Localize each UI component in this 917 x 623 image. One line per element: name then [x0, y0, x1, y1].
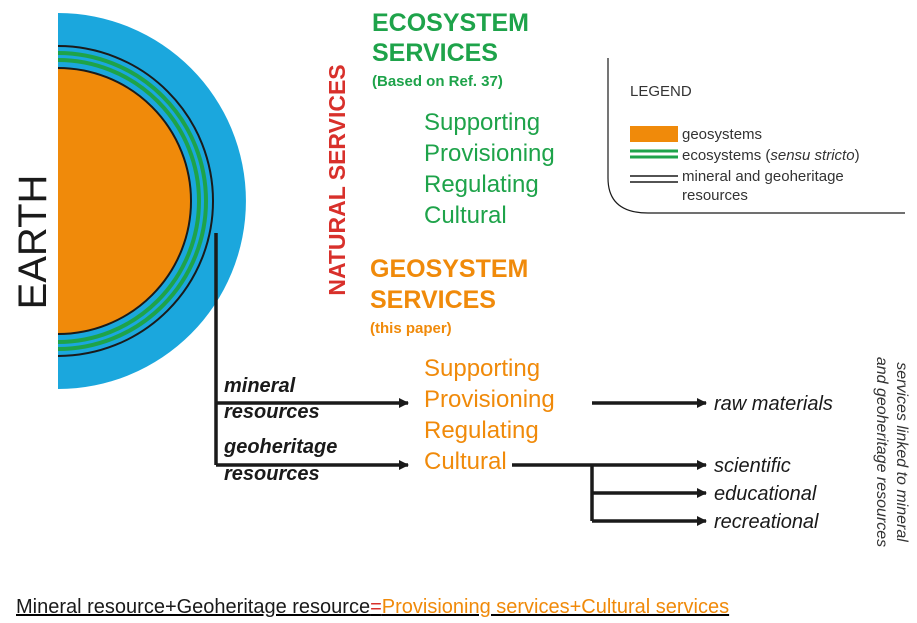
legend-title: LEGEND [630, 83, 692, 100]
ecosystem-green-line-outer [57, 51, 208, 351]
geoheritage-outer-line [57, 45, 214, 357]
output-connectors [512, 398, 707, 526]
output-recreational: recreational [714, 511, 819, 533]
legend-label-resources-line1: mineral and geoheritage [682, 168, 844, 185]
geoheritage-label-line1: geoheritage [223, 436, 337, 458]
ecosystem-service-cultural: Cultural [424, 202, 507, 229]
natural-services-label: NATURAL SERVICES [324, 64, 350, 295]
geosystem-service-provisioning: Provisioning [424, 386, 555, 413]
geoheritage-inner-line [57, 67, 192, 335]
mineral-label-line1: mineral [224, 375, 296, 397]
ecosystem-service-regulating: Regulating [424, 171, 539, 198]
legend-label-ecosystems: ecosystems (sensu stricto) [682, 147, 860, 164]
legend-label-geosystems: geosystems [682, 126, 762, 143]
geosystem-subtitle: (this paper) [370, 320, 452, 337]
legend-label-resources-line2: resources [682, 187, 748, 204]
ecosystem-service-provisioning: Provisioning [424, 140, 555, 167]
equation-equals: = [370, 596, 382, 618]
earth-cross-section [57, 13, 246, 389]
ecosystem-subtitle: (Based on Ref. 37) [372, 73, 503, 90]
geosystem-service-regulating: Regulating [424, 417, 539, 444]
legend-swatch-geosystems [630, 126, 678, 142]
output-raw-materials: raw materials [714, 393, 833, 415]
ecosystem-title-line1: ECOSYSTEM [372, 9, 529, 37]
legend-frame [607, 58, 905, 214]
geosystem-service-supporting: Supporting [424, 355, 540, 382]
geosystem-title-line1: GEOSYSTEM [370, 255, 528, 283]
output-scientific: scientific [714, 455, 791, 477]
ecosystem-service-supporting: Supporting [424, 109, 540, 136]
equation-left: Mineral resource+Geoheritage resource [16, 596, 370, 618]
output-educational: educational [714, 483, 817, 505]
ecosystem-services-block: ECOSYSTEM SERVICES (Based on Ref. 37) Su… [372, 9, 555, 229]
ecosystem-title-line2: SERVICES [372, 39, 498, 67]
earth-label: EARTH [11, 175, 55, 310]
geosystem-services-block: GEOSYSTEM SERVICES (this paper) Supporti… [370, 255, 555, 475]
geosystem-service-cultural: Cultural [424, 448, 507, 475]
geoheritage-label-line2: resources [224, 463, 320, 485]
resource-connectors [214, 233, 409, 470]
ecosystem-green-line-inner [57, 58, 201, 344]
geosystem-title-line2: SERVICES [370, 286, 496, 314]
legend: LEGEND geosystems ecosystems (sensu stri… [607, 58, 905, 214]
equation-right: Provisioning services+Cultural services [382, 596, 729, 618]
mineral-label-line2: resources [224, 401, 320, 423]
side-note-line1: services linked to mineral [893, 362, 910, 542]
equation: Mineral resource+Geoheritage resource=Pr… [16, 596, 729, 618]
geosystem-core [58, 68, 191, 334]
side-note-line2: and geoheritage resources [873, 357, 890, 547]
